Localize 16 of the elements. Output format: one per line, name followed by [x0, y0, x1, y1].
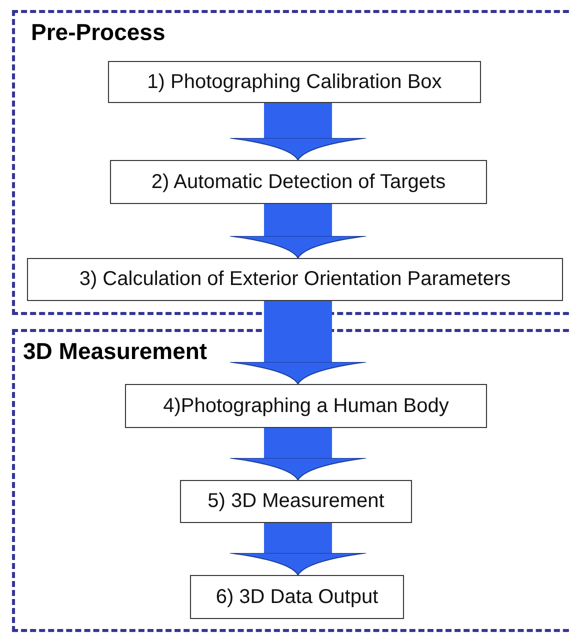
process-box [190, 575, 404, 619]
step-label: 5) 3D Measurement [208, 490, 384, 513]
group-title: 3D Measurement [23, 338, 208, 365]
step-label: 2) Automatic Detection of Targets [151, 170, 446, 194]
step-label: 6) 3D Data Output [216, 586, 378, 608]
step-label: 3) Calculation of Exterior Orientation Parameters [79, 268, 511, 291]
dashed-group-frame [12, 10, 571, 315]
process-box [125, 384, 487, 428]
process-box [108, 61, 481, 103]
process-box [180, 480, 412, 523]
step-label: 1) Photographing Calibration Box [147, 70, 442, 94]
process-box [27, 258, 563, 301]
process-box [110, 160, 487, 204]
step-label: 4)Photographing a Human Body [163, 394, 449, 418]
group-title: Pre-Process [31, 19, 166, 46]
dashed-group-frame [12, 329, 571, 632]
